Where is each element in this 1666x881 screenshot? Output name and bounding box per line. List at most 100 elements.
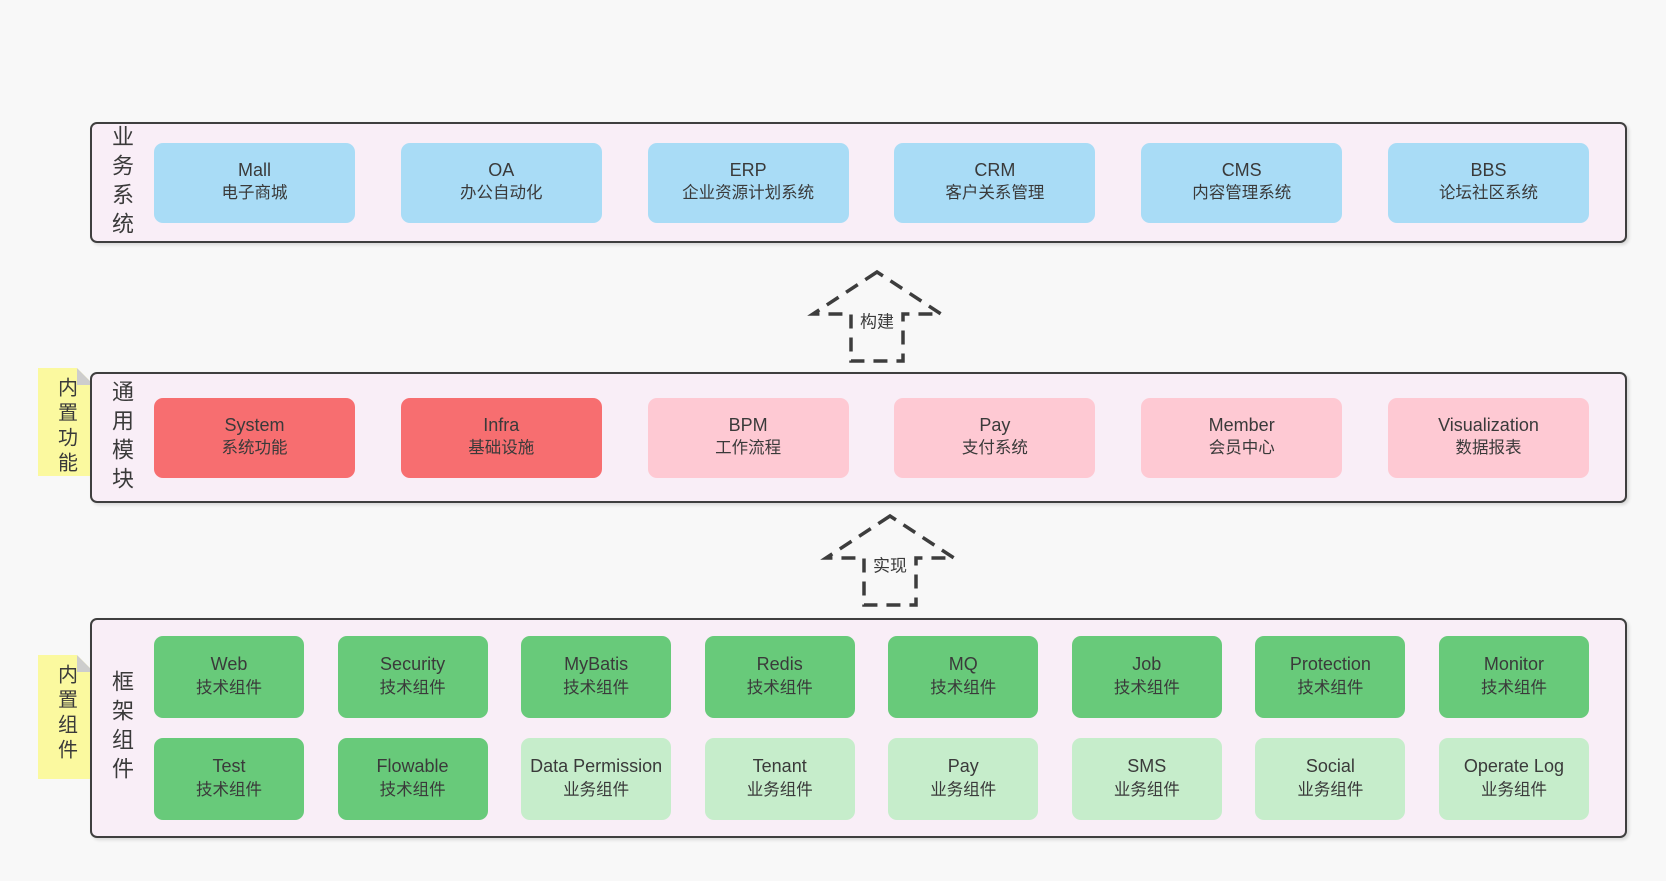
box-title: Social (1305, 756, 1355, 777)
box-title: Job (1132, 654, 1162, 675)
panel-label-column: 业务系统 (92, 124, 150, 241)
box-oa: OA 办公自动化 (400, 142, 602, 223)
box-title: ERP (729, 159, 767, 180)
box-title: Infra (483, 414, 520, 435)
box-title: Web (210, 654, 248, 675)
box-test: Test 技术组件 (154, 738, 304, 820)
box-operate-log: Operate Log 业务组件 (1438, 738, 1589, 820)
box-bbs: BBS 论坛社区系统 (1387, 142, 1589, 223)
box-title: Operate Log (1463, 756, 1564, 777)
up-arrow-icon (820, 513, 960, 607)
box-member: Member 会员中心 (1141, 397, 1343, 478)
box-title: System (224, 414, 285, 435)
box-security: Security 技术组件 (337, 636, 488, 718)
box-subtitle: 业务组件 (746, 780, 813, 799)
box-social: Social 业务组件 (1255, 738, 1406, 820)
box-visualization: Visualization 数据报表 (1387, 397, 1589, 478)
box-subtitle: 技术组件 (196, 678, 262, 697)
box-subtitle: 业务组件 (930, 780, 997, 799)
box-pay: Pay 支付系统 (894, 397, 1096, 478)
box-bpm: BPM 工作流程 (647, 397, 849, 478)
panel-framework-components-label: 框架组件 (109, 670, 134, 786)
box-flowable: Flowable 技术组件 (337, 738, 488, 820)
box-job: Job 技术组件 (1071, 636, 1222, 718)
box-title: MQ (948, 654, 978, 675)
box-subtitle: 业务组件 (1113, 780, 1180, 799)
arrow-build: 构建 (807, 268, 947, 365)
box-title: Test (212, 756, 246, 777)
box-subtitle: 内容管理系统 (1192, 184, 1292, 203)
box-title: Protection (1289, 654, 1371, 675)
box-subtitle: 系统功能 (221, 439, 288, 458)
box-subtitle: 技术组件 (563, 678, 630, 697)
box-subtitle: 业务组件 (1297, 780, 1364, 799)
sticky-built-in-features-label: 内置功能 (54, 377, 77, 477)
panel-label-column: 通用模块 (92, 374, 150, 501)
box-title: CMS (1221, 159, 1262, 180)
panel-business-systems: 业务系统 Mall 电子商城 OA 办公自动化 ERP 企业资源计划系统 CRM… (90, 122, 1627, 243)
box-subtitle: 论坛社区系统 (1438, 184, 1538, 203)
sticky-built-in-features: 内置功能 (38, 368, 94, 476)
box-title: Member (1208, 414, 1275, 435)
box-protection: Protection 技术组件 (1255, 636, 1406, 718)
box-subtitle: 技术组件 (1297, 678, 1364, 697)
box-title: Pay (979, 414, 1011, 435)
sticky-built-in-components-label: 内置组件 (54, 664, 77, 764)
up-arrow-icon (807, 269, 947, 363)
box-title: Mall (237, 159, 271, 180)
box-title: Pay (947, 756, 979, 777)
box-subtitle: 企业资源计划系统 (682, 184, 815, 203)
component-boxes-row-1: Web 技术组件 Security 技术组件 MyBatis 技术组件 Redi… (154, 636, 1589, 718)
box-subtitle: 基础设施 (468, 439, 535, 458)
box-subtitle: 技术组件 (379, 678, 446, 697)
arrow-implement: 实现 (820, 512, 960, 609)
box-mall: Mall 电子商城 (154, 142, 355, 223)
box-crm: CRM 客户关系管理 (894, 142, 1096, 223)
box-subtitle: 技术组件 (379, 780, 446, 799)
box-title: Flowable (376, 756, 449, 777)
box-subtitle: 业务组件 (563, 780, 630, 799)
module-boxes-row: System 系统功能 Infra 基础设施 BPM 工作流程 Pay 支付系统… (150, 374, 1625, 501)
box-subtitle: 客户关系管理 (945, 184, 1045, 203)
box-subtitle: 技术组件 (746, 678, 813, 697)
box-title: MyBatis (564, 654, 629, 675)
box-title: BBS (1470, 159, 1507, 180)
box-redis: Redis 技术组件 (704, 636, 855, 718)
box-title: Tenant (752, 756, 807, 777)
component-boxes-row-2: Test 技术组件 Flowable 技术组件 Data Permission … (154, 738, 1589, 820)
box-title: CRM (974, 159, 1016, 180)
box-title: Redis (756, 654, 803, 675)
box-subtitle: 技术组件 (1113, 678, 1180, 697)
box-subtitle: 技术组件 (196, 780, 262, 799)
box-infra: Infra 基础设施 (400, 397, 602, 478)
box-subtitle: 办公自动化 (460, 184, 543, 203)
box-sms: SMS 业务组件 (1071, 738, 1222, 820)
box-subtitle: 支付系统 (961, 439, 1028, 458)
box-mybatis: MyBatis 技术组件 (521, 636, 672, 718)
box-subtitle: 工作流程 (715, 439, 782, 458)
sticky-built-in-components: 内置组件 (38, 655, 94, 779)
box-subtitle: 技术组件 (930, 678, 997, 697)
panel-common-modules: 通用模块 System 系统功能 Infra 基础设施 BPM 工作流程 Pay… (90, 372, 1627, 503)
panel-framework-components: 框架组件 Web 技术组件 Security 技术组件 MyBatis 技术组件… (90, 618, 1627, 838)
box-title: OA (488, 159, 515, 180)
box-web: Web 技术组件 (154, 636, 304, 718)
box-title: SMS (1127, 756, 1167, 777)
box-subtitle: 业务组件 (1480, 780, 1547, 799)
business-boxes-row: Mall 电子商城 OA 办公自动化 ERP 企业资源计划系统 CRM 客户关系… (150, 124, 1625, 241)
box-data-permission: Data Permission 业务组件 (521, 738, 672, 820)
box-system: System 系统功能 (154, 397, 355, 478)
box-title: Data Permission (530, 756, 663, 777)
box-title: Security (380, 654, 446, 675)
box-title: Monitor (1483, 654, 1544, 675)
panel-common-modules-label: 通用模块 (109, 379, 134, 496)
component-boxes-grid: Web 技术组件 Security 技术组件 MyBatis 技术组件 Redi… (150, 620, 1625, 836)
arrow-implement-label: 实现 (869, 550, 911, 578)
box-erp: ERP 企业资源计划系统 (647, 142, 849, 223)
panel-label-column: 框架组件 (92, 620, 150, 836)
box-title: Visualization (1438, 414, 1539, 435)
box-subtitle: 会员中心 (1208, 439, 1275, 458)
panel-business-systems-label: 业务系统 (109, 124, 134, 241)
box-mq: MQ 技术组件 (888, 636, 1039, 718)
